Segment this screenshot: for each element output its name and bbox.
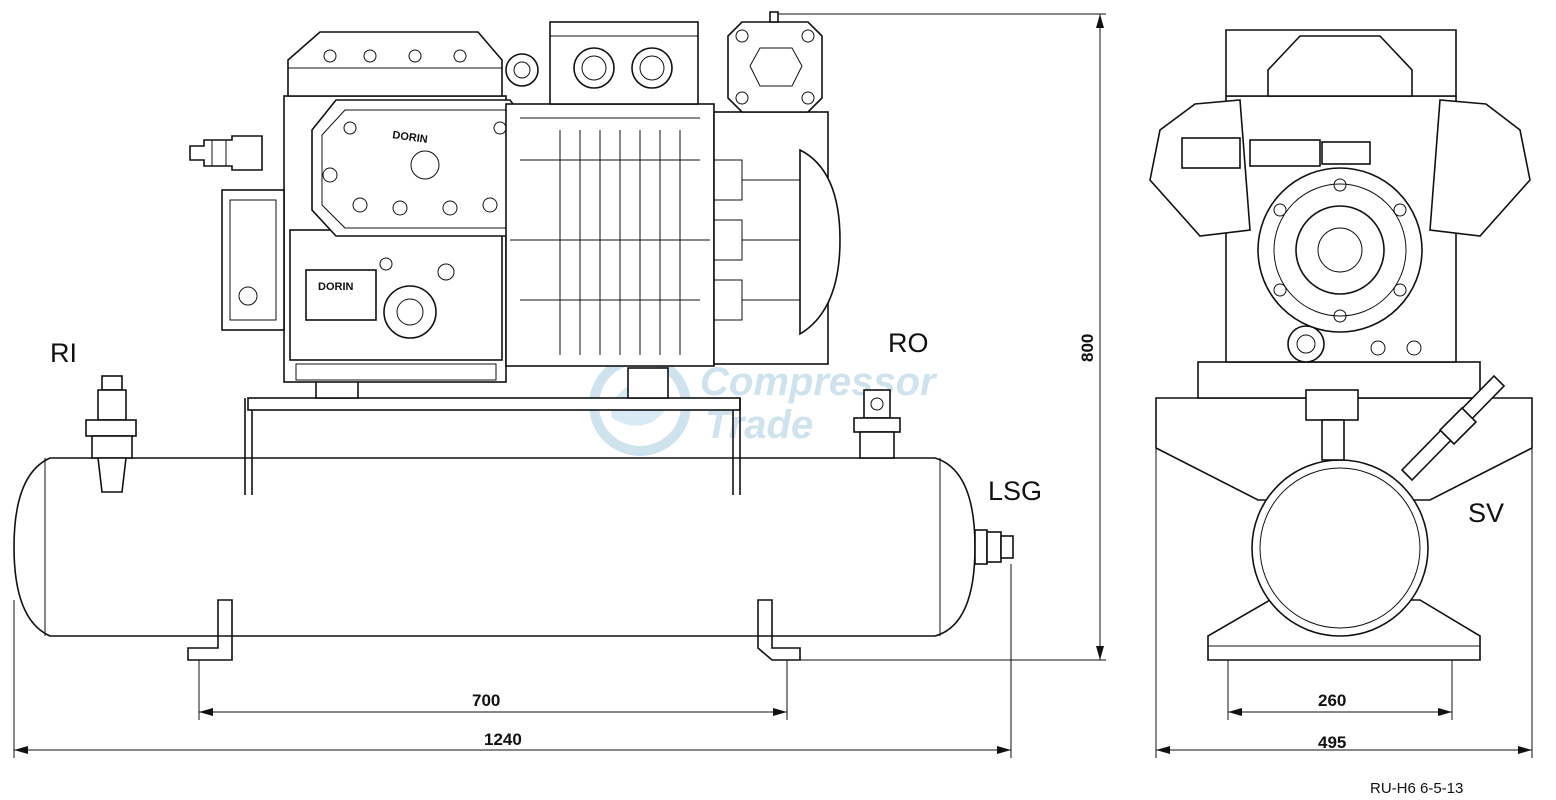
receiver-end xyxy=(1251,459,1429,637)
terminal-box xyxy=(549,21,699,105)
ro-valve xyxy=(853,389,901,459)
watermark-line1: Compressor xyxy=(700,360,938,404)
lifting-eye xyxy=(505,53,539,87)
cylinder-bank-right xyxy=(1429,99,1531,237)
front-view: DORIN DORIN xyxy=(13,11,1042,661)
compressor-body: DORIN DORIN xyxy=(189,31,541,383)
motor-end-cover xyxy=(713,11,841,365)
dim-495: 495 xyxy=(1318,733,1346,752)
dim-800: 800 xyxy=(1078,334,1097,362)
discharge-flange xyxy=(727,21,823,113)
plate-brand-text: DORIN xyxy=(318,281,354,293)
label-lsg: LSG xyxy=(988,476,1042,506)
label-ro: RO xyxy=(888,328,929,358)
dim-1240: 1240 xyxy=(484,730,522,749)
head-brand-text: DORIN xyxy=(392,129,429,146)
dim-260: 260 xyxy=(1318,691,1346,710)
side-housing xyxy=(221,189,285,331)
drawing-code: RU-H6 6-5-13 xyxy=(1370,780,1463,797)
ri-valve xyxy=(85,375,137,493)
valve-plate xyxy=(287,31,503,97)
side-view: SV xyxy=(1149,29,1533,661)
label-sv: SV xyxy=(1468,498,1504,528)
name-plate xyxy=(305,269,377,321)
receiver-tank xyxy=(13,457,1014,637)
dim-700: 700 xyxy=(472,691,500,710)
oil-pump xyxy=(383,285,437,339)
motor-section xyxy=(505,21,715,367)
receiver-feet xyxy=(187,599,801,661)
side-dimensions: 260 495 xyxy=(1155,398,1533,758)
label-ri: RI xyxy=(50,338,77,368)
compressor-base xyxy=(244,367,741,495)
front-dimensions: 700 1240 800 xyxy=(13,13,1106,758)
